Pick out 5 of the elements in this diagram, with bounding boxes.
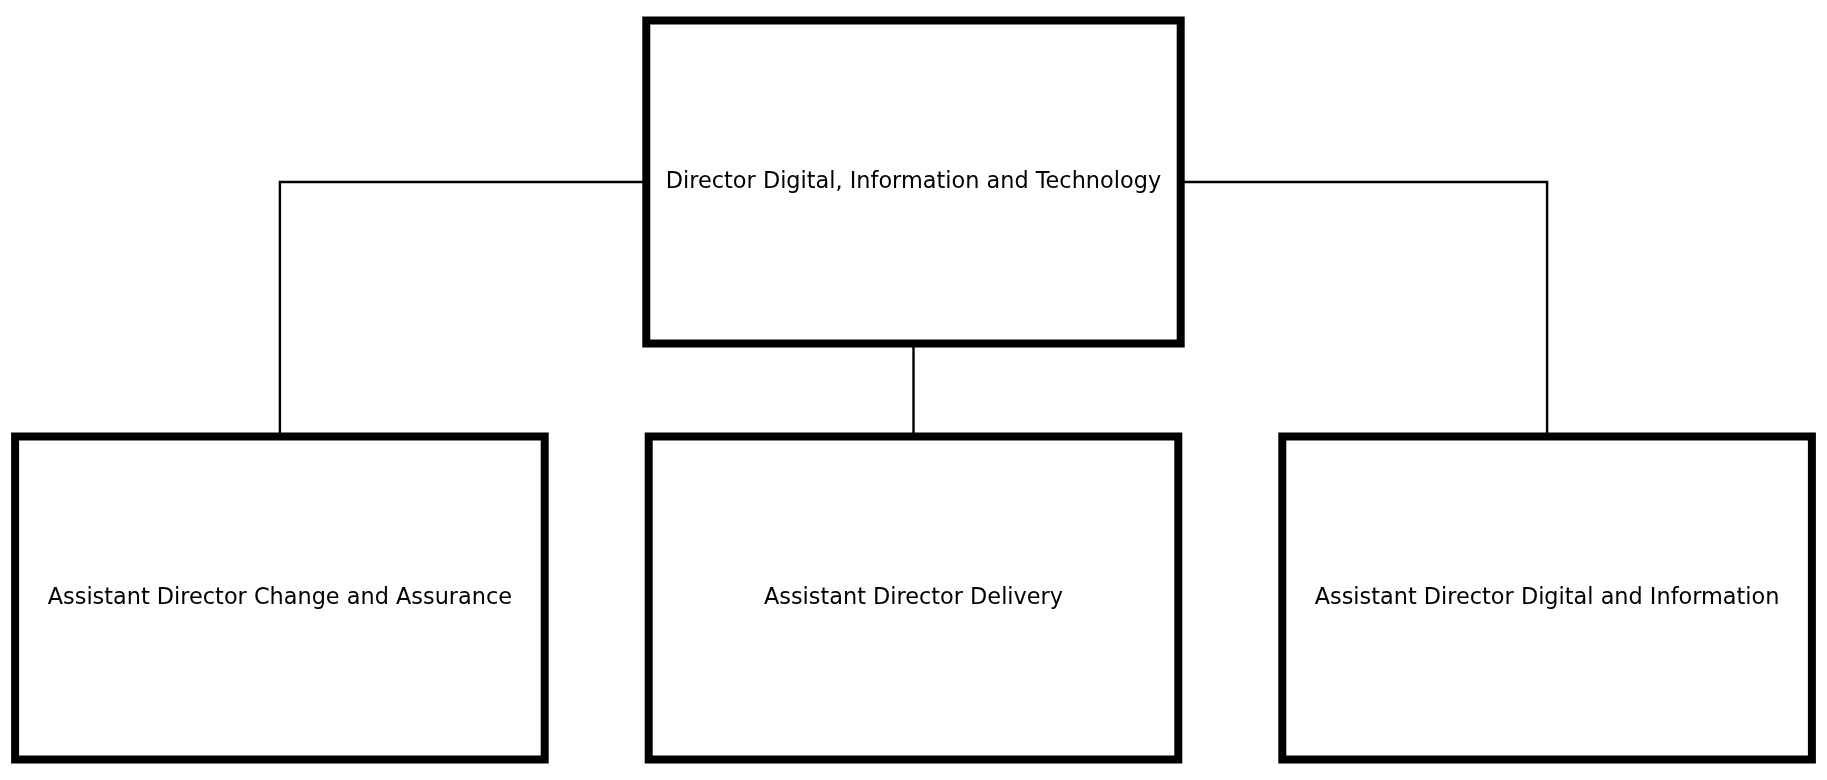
node-box: Assistant Director Digital and Information [1278,432,1816,764]
connector [912,344,915,436]
node-box: Assistant Director Delivery [644,432,1183,764]
node-box: Director Digital, Information and Technology [642,16,1185,348]
node-box: Assistant Director Change and Assurance [11,432,549,764]
